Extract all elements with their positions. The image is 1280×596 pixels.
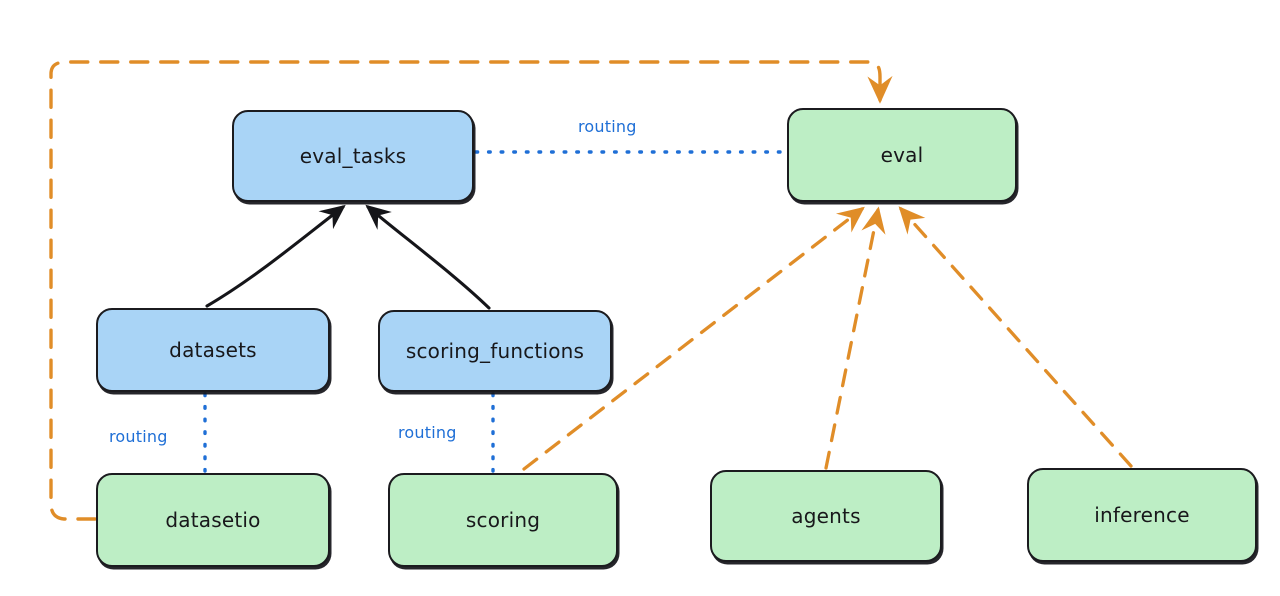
node-eval[interactable]: eval bbox=[787, 108, 1017, 202]
node-scoring[interactable]: scoring bbox=[388, 473, 618, 567]
edge-label-routing-eval-tasks-eval: routing bbox=[578, 117, 637, 136]
node-label-eval-tasks: eval_tasks bbox=[299, 144, 407, 168]
node-label-inference: inference bbox=[1094, 503, 1190, 527]
node-eval-tasks[interactable]: eval_tasks bbox=[232, 110, 474, 202]
node-label-agents: agents bbox=[791, 504, 861, 528]
node-label-datasets: datasets bbox=[169, 338, 257, 362]
node-agents[interactable]: agents bbox=[710, 470, 942, 562]
edge-label-routing-scoring-functions-scoring: routing bbox=[398, 423, 457, 442]
node-datasetio[interactable]: datasetio bbox=[96, 473, 330, 567]
edge-datasetio-eval bbox=[49, 60, 893, 521]
edge-agents-eval bbox=[824, 206, 886, 470]
node-label-datasetio: datasetio bbox=[165, 508, 261, 532]
node-label-scoring: scoring bbox=[465, 508, 541, 532]
edge-scoring-eval bbox=[522, 206, 865, 471]
node-label-eval: eval bbox=[880, 143, 924, 167]
edge-label-routing-datasets-datasetio: routing bbox=[109, 427, 168, 446]
edge-datasets-eval_tasks bbox=[205, 204, 346, 308]
node-scoring-functions[interactable]: scoring_functions bbox=[378, 310, 612, 392]
node-label-scoring-functions: scoring_functions bbox=[405, 339, 585, 363]
node-inference[interactable]: inference bbox=[1027, 468, 1257, 562]
node-datasets[interactable]: datasets bbox=[96, 308, 330, 392]
edge-inference-eval bbox=[898, 206, 1133, 468]
edge-scoring_functions-eval_tasks bbox=[365, 204, 491, 310]
